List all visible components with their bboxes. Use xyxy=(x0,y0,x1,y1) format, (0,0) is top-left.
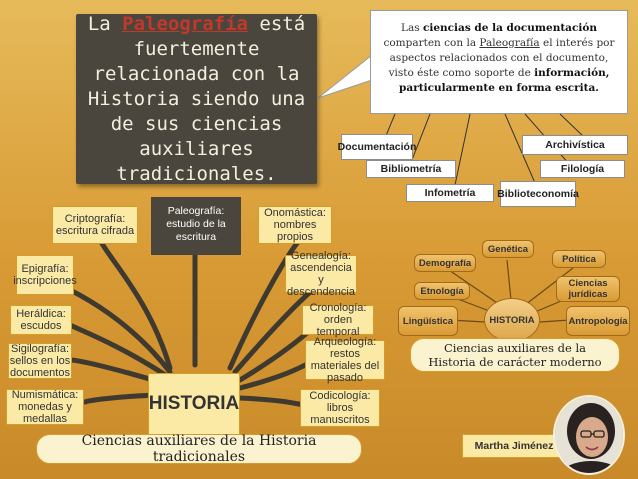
caption-modern: Ciencias auxiliares de la Historia de ca… xyxy=(410,338,620,372)
tree-right-item: Codicología: libros manuscritos xyxy=(300,389,380,427)
field-archivistica: Archivística xyxy=(522,135,628,155)
callout-underline: Paleografía xyxy=(479,37,540,49)
field-infometria: Infometría xyxy=(406,184,494,202)
tree-right-item: Cronología: orden temporal xyxy=(302,302,374,338)
tree-right-item: Genealogía: ascendencia y descendencia xyxy=(285,250,357,298)
callout-bold-2: información, particularmente en forma es… xyxy=(399,67,610,94)
modern-node-etnologia: Etnología xyxy=(414,282,470,300)
title-rest: está fuertemente relacionada con la Hist… xyxy=(87,12,306,185)
modern-hub-historia: HISTORIA xyxy=(484,298,540,342)
modern-node-genetica: Genética xyxy=(482,240,534,258)
title-text: La Paleografía está fuertemente relacion… xyxy=(82,12,311,187)
modern-node-linguistica: Lingüística xyxy=(398,306,458,336)
field-bibliometria: Bibliometría xyxy=(366,160,456,178)
field-documentacion: Documentación xyxy=(338,134,416,160)
tree-right-item: Onomástica: nombres propios xyxy=(258,206,332,244)
modern-node-demografia: Demografía xyxy=(414,254,476,272)
modern-node-ciencias-juridicas: Ciencias jurídicas xyxy=(556,276,620,302)
tree-right-item: Arqueología: restos materiales del pasad… xyxy=(305,336,385,384)
tree-left-item: Heráldica: escudos xyxy=(10,305,72,335)
callout-box: Las ciencias de la documentación compart… xyxy=(370,10,628,114)
paleografia-box: Paleografía: estudio de la escritura xyxy=(151,197,241,255)
title-box: La Paleografía está fuertemente relacion… xyxy=(76,12,317,187)
callout-text-1: Las xyxy=(400,22,423,34)
modern-node-antropologia: Antropología xyxy=(566,306,630,336)
tree-left-item: Criptografía: escritura cifrada xyxy=(52,206,138,244)
callout-text-3: el interés por aspectos relacionados con… xyxy=(388,37,615,79)
title-prefix: La xyxy=(87,12,123,35)
tree-left-item: Numismática: monedas y medallas xyxy=(6,389,84,425)
historia-center-box: HISTORIA xyxy=(148,373,240,435)
field-biblioteconomia: Biblioteconomía xyxy=(497,181,579,207)
callout-pointer xyxy=(317,53,373,99)
caption-traditional: Ciencias auxiliares de la Historia tradi… xyxy=(36,433,362,465)
callout-text-2: comparten con la xyxy=(383,37,480,49)
tree-left-item: Epigrafía: inscripciones xyxy=(13,255,77,295)
author-name: Martha Jiménez xyxy=(462,434,566,458)
callout-bold-1: ciencias de la documentación xyxy=(422,22,597,34)
tree-left-item: Sigilografía: sellos en los documentos xyxy=(8,343,72,379)
avatar xyxy=(553,395,625,475)
field-filologia: Filología xyxy=(540,160,625,178)
modern-node-politica: Política xyxy=(552,250,606,268)
title-highlight: Paleografía xyxy=(122,12,248,35)
